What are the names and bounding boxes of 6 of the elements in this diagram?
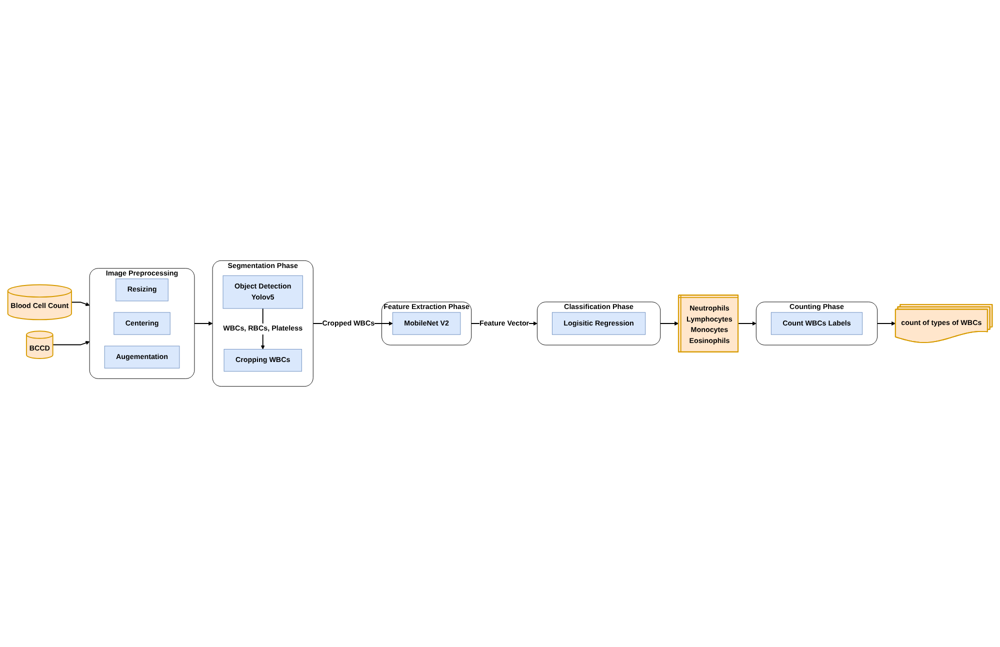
arrow xyxy=(71,302,90,306)
arrow xyxy=(876,321,896,326)
arrow xyxy=(738,321,756,326)
arrow xyxy=(194,321,213,326)
arrow xyxy=(660,321,679,326)
arrow xyxy=(52,340,90,346)
